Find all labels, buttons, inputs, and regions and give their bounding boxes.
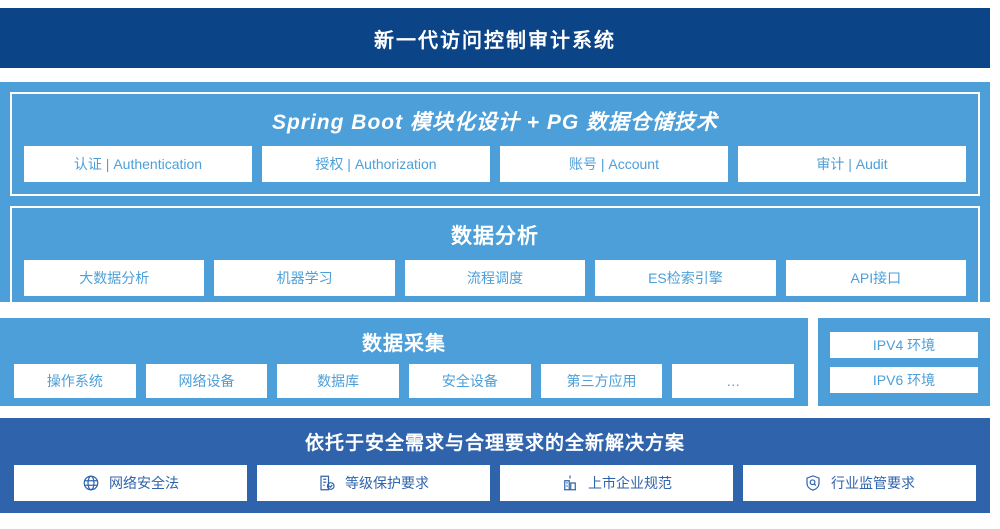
collection-row: 数据采集 操作系统 网络设备 数据库 安全设备 第三方应用 … IPV4 环境 …: [0, 318, 990, 406]
collection-card-more[interactable]: …: [672, 364, 795, 398]
analysis-section: 数据分析 大数据分析 机器学习 流程调度 ES检索引擎 API接口: [10, 206, 980, 310]
collection-card-database[interactable]: 数据库: [277, 364, 400, 398]
globe-icon: [82, 474, 100, 492]
solution-card-label: 行业监管要求: [831, 475, 915, 491]
solution-section: 依托于安全需求与合理要求的全新解决方案 网络安全法: [0, 418, 990, 513]
shield-search-icon: [804, 474, 822, 492]
solution-card-label: 上市企业规范: [588, 475, 672, 491]
document-check-icon: [318, 474, 336, 492]
solution-section-title: 依托于安全需求与合理要求的全新解决方案: [304, 433, 685, 454]
platform-card-authorization[interactable]: 授权 | Authorization: [262, 146, 490, 182]
solution-card-listed-company-standard[interactable]: 上市企业规范: [500, 465, 733, 501]
platform-section: Spring Boot 模块化设计 + PG 数据仓储技术 认证 | Authe…: [10, 92, 980, 196]
page-title-bar: 新一代访问控制审计系统: [0, 8, 990, 68]
platform-section-title: Spring Boot 模块化设计 + PG 数据仓储技术: [271, 111, 719, 134]
platform-card-audit[interactable]: 审计 | Audit: [738, 146, 966, 182]
environment-card-ipv4[interactable]: IPV4 环境: [830, 331, 978, 358]
collection-section: 数据采集 操作系统 网络设备 数据库 安全设备 第三方应用 …: [0, 318, 808, 406]
collection-card-network-device[interactable]: 网络设备: [145, 364, 268, 398]
analysis-card-process-scheduling[interactable]: 流程调度: [404, 260, 586, 296]
collection-card-row: 操作系统 网络设备 数据库 安全设备 第三方应用 …: [14, 364, 795, 398]
platform-card-account[interactable]: 账号 | Account: [500, 146, 728, 182]
collection-card-operating-system[interactable]: 操作系统: [14, 364, 136, 398]
solution-card-industry-regulation[interactable]: 行业监管要求: [743, 465, 976, 501]
analysis-section-title: 数据分析: [451, 225, 539, 248]
analysis-card-es-search-engine[interactable]: ES检索引擎: [595, 260, 776, 296]
solution-card-row: 网络安全法 等级保护要求: [14, 465, 976, 501]
analysis-card-api-interface[interactable]: API接口: [785, 260, 967, 296]
platform-stack-panel: Spring Boot 模块化设计 + PG 数据仓储技术 认证 | Authe…: [0, 82, 990, 310]
collection-section-title: 数据采集: [362, 333, 446, 355]
solution-card-label: 等级保护要求: [345, 475, 429, 491]
environment-card-ipv6[interactable]: IPV6 环境: [830, 366, 978, 393]
solution-card-cybersecurity-law[interactable]: 网络安全法: [14, 465, 247, 501]
analysis-card-big-data[interactable]: 大数据分析: [24, 260, 205, 296]
solution-card-label: 网络安全法: [109, 475, 179, 491]
page-title: 新一代访问控制审计系统: [374, 29, 616, 52]
platform-card-row: 认证 | Authentication 授权 | Authorization 账…: [24, 146, 966, 182]
collection-card-security-device[interactable]: 安全设备: [409, 364, 531, 398]
solution-card-classified-protection[interactable]: 等级保护要求: [257, 465, 490, 501]
analysis-card-machine-learning[interactable]: 机器学习: [214, 260, 395, 296]
platform-card-authentication[interactable]: 认证 | Authentication: [24, 146, 252, 182]
analysis-card-row: 大数据分析 机器学习 流程调度 ES检索引擎 API接口: [24, 260, 967, 296]
bank-building-icon: [561, 474, 579, 492]
environment-section: IPV4 环境 IPV6 环境: [818, 318, 990, 406]
collection-card-third-party-app[interactable]: 第三方应用: [540, 364, 663, 398]
